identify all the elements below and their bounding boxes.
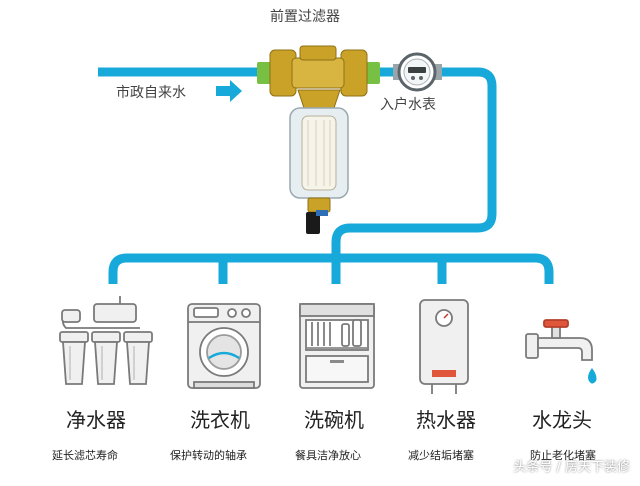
appliance-desc-heater: 减少结垢堵塞: [408, 449, 474, 462]
appliance-desc-faucet: 防止老化堵塞: [530, 449, 596, 462]
appliance-name-dishwasher: 洗碗机: [304, 408, 364, 432]
appliance-name-faucet: 水龙头: [532, 408, 592, 432]
water-meter-icon: [393, 52, 442, 92]
washing-machine-icon: [187, 303, 261, 389]
watermark: 头条号 / 房天下装修: [513, 460, 630, 475]
appliance-desc-purifier: 延长滤芯寿命: [52, 449, 118, 462]
appliance-name-purifier: 净水器: [66, 408, 126, 432]
appliance-desc-washer: 保护转动的轴承: [170, 449, 247, 462]
meter-label: 入户水表: [380, 97, 436, 113]
faucet-icon: [525, 319, 597, 384]
meter-to-riser-pipe: [331, 67, 497, 258]
dishwasher-icon: [299, 303, 375, 389]
appliance-desc-dishwasher: 餐具洁净放心: [295, 449, 361, 462]
pipe-network: [98, 67, 554, 284]
diagram-title: 前置过滤器: [270, 9, 340, 25]
distribution-manifold: [108, 253, 554, 284]
pre-filter-icon: [257, 45, 380, 234]
water-purifier-icon: [59, 296, 153, 385]
water-heater-icon: [419, 299, 469, 394]
arrow-right-icon: [216, 80, 242, 102]
appliance-name-heater: 热水器: [416, 408, 476, 432]
appliance-name-washer: 洗衣机: [190, 408, 250, 432]
inlet-label: 市政自来水: [116, 85, 186, 101]
